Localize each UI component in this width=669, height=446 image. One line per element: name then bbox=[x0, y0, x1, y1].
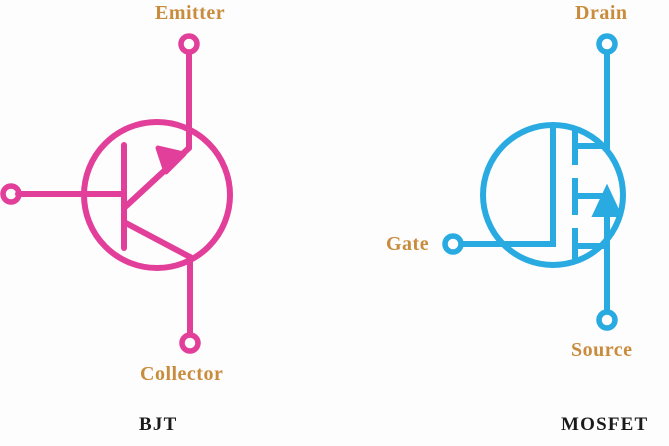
bjt-terminal-collector-ring[interactable] bbox=[179, 332, 201, 354]
mosfet-terminal-source-ring[interactable] bbox=[596, 309, 618, 331]
label-drain: Drain bbox=[575, 2, 628, 24]
mosfet-terminal-gate-ring[interactable] bbox=[442, 233, 464, 255]
label-bjt-caption: BJT bbox=[139, 414, 178, 435]
label-mosfet-caption: MOSFET bbox=[561, 414, 649, 435]
label-collector: Collector bbox=[140, 363, 224, 385]
label-source: Source bbox=[571, 339, 633, 361]
bjt-symbol bbox=[0, 33, 233, 354]
mosfet-terminal-drain-ring[interactable] bbox=[596, 33, 618, 55]
label-emitter: Emitter bbox=[155, 2, 226, 24]
bjt-terminal-base-ring[interactable] bbox=[0, 183, 22, 205]
label-gate: Gate bbox=[386, 233, 430, 255]
mosfet-body-arrowhead bbox=[591, 183, 623, 217]
bjt-collector-slant bbox=[121, 219, 193, 260]
mosfet-symbol bbox=[442, 33, 626, 331]
bjt-emitter-arrowhead bbox=[155, 145, 187, 175]
mosfet-envelope-circle bbox=[480, 122, 626, 268]
bjt-terminal-emitter-ring[interactable] bbox=[178, 33, 200, 55]
